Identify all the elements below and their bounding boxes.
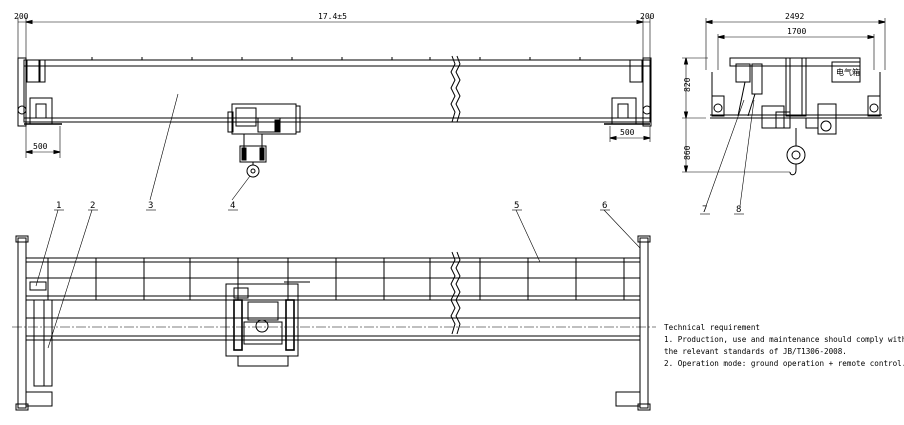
- tech-req-line-3: 2. Operation mode: ground operation + re…: [664, 359, 904, 368]
- front-elevation: 200 17.4±5 200: [14, 12, 655, 201]
- side-elevation: 2492 1700 820 860 电气箱: [682, 12, 886, 176]
- hoist-trolley: [227, 103, 301, 178]
- technical-requirement: Technical requirement 1. Production, use…: [664, 323, 904, 368]
- panel-label: 电气箱: [836, 67, 860, 77]
- trolley-plan: [225, 281, 310, 367]
- callouts: 1 2 3 4 5 6 7 8: [54, 201, 744, 215]
- callout-2: 2: [90, 201, 95, 211]
- callout-6: 6: [602, 201, 607, 211]
- callout-4: 4: [230, 201, 235, 211]
- tech-req-line-1: 1. Production, use and maintenance shoul…: [664, 335, 904, 344]
- callout-8: 8: [736, 205, 741, 215]
- callout-1: 1: [56, 201, 61, 211]
- tech-req-title: Technical requirement: [664, 323, 760, 332]
- dim-left-end: 200: [14, 12, 29, 21]
- callout-7: 7: [702, 205, 707, 215]
- dim-left-wheel: 500: [33, 142, 48, 151]
- dim-hook-depth: 860: [683, 145, 692, 160]
- dim-side-width: 2492: [785, 12, 804, 21]
- main-girder: [23, 59, 651, 123]
- dim-right-wheel: 500: [620, 128, 635, 137]
- railing-posts: [47, 258, 625, 300]
- electrical-panel: [831, 61, 861, 83]
- callout-3: 3: [148, 201, 153, 211]
- callout-5: 5: [514, 201, 519, 211]
- dim-right-end: 200: [640, 12, 655, 21]
- dim-gauge: 1700: [787, 27, 806, 36]
- plan-view: [12, 99, 755, 411]
- dim-span: 17.4±5: [318, 12, 347, 21]
- girder-ticks: [91, 57, 581, 60]
- tech-req-line-2: the relevant standards of JB/T1306-2008.: [664, 347, 847, 356]
- dim-girder-height: 820: [683, 77, 692, 92]
